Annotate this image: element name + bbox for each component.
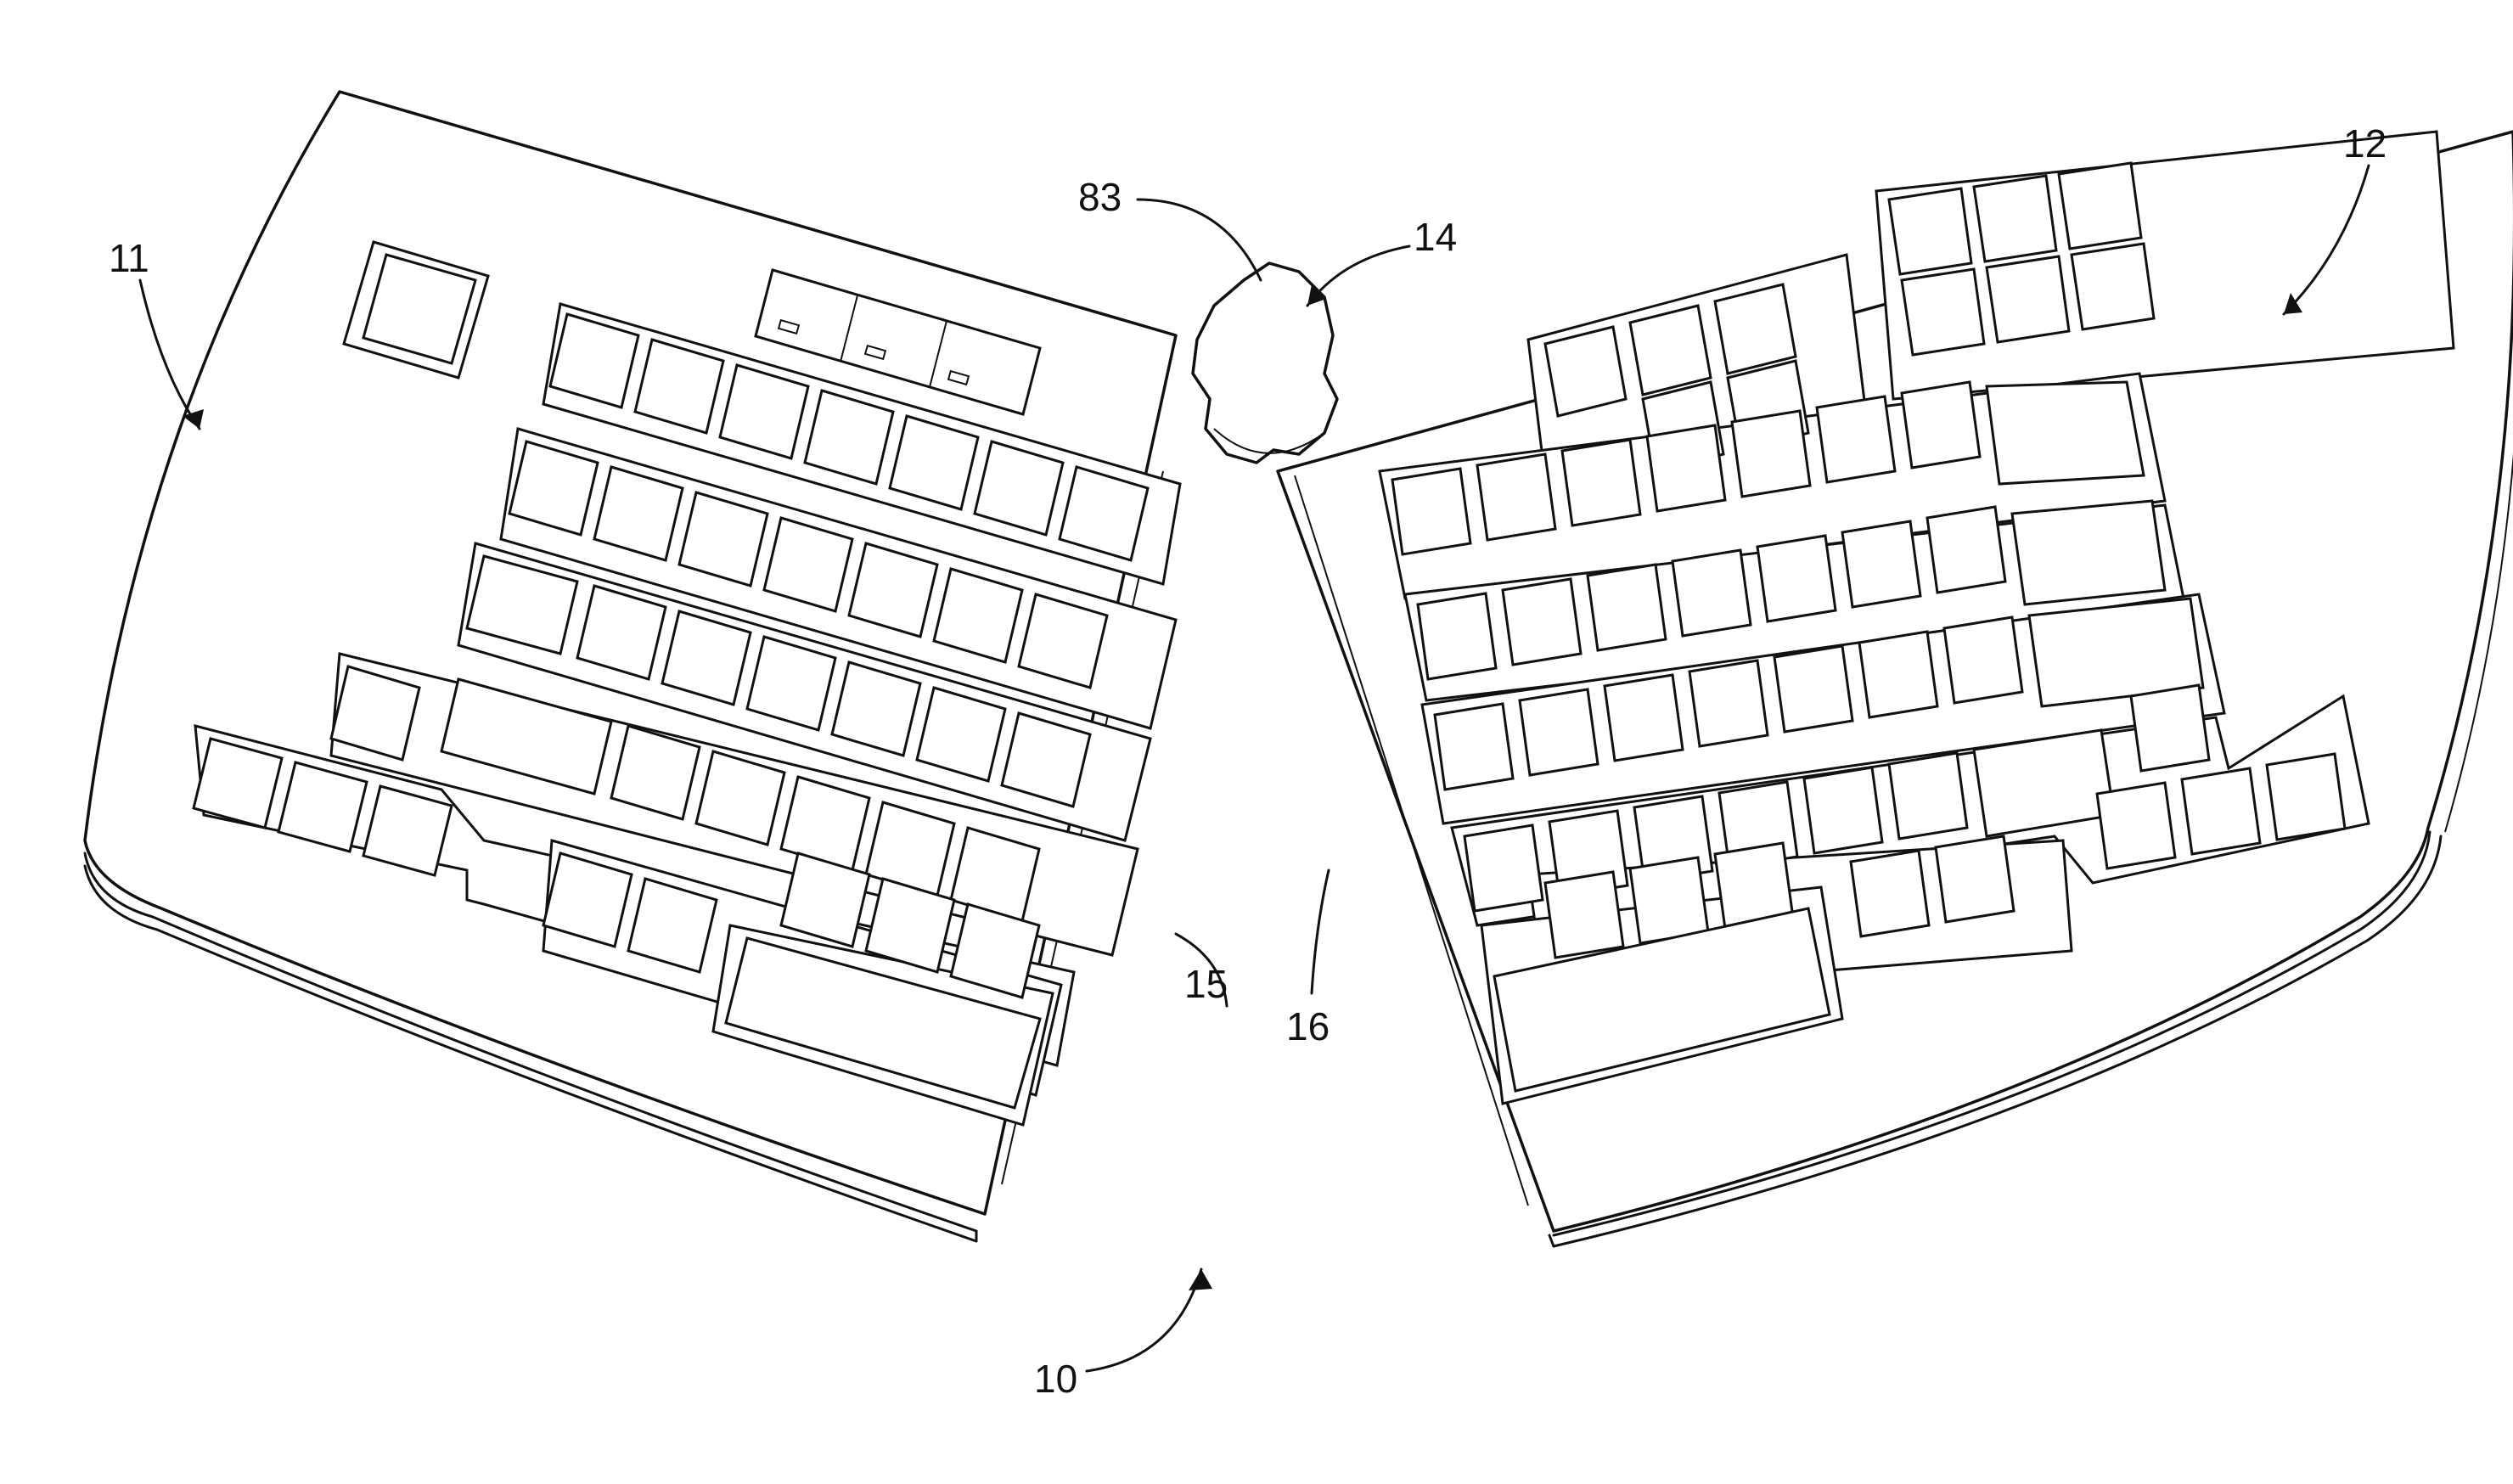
label-left-edge: 15 (1184, 962, 1228, 1006)
left-keyboard-section (83, 90, 1182, 1243)
right-keyboard-section (1276, 130, 2513, 1248)
label-hinge: 14 (1414, 215, 1457, 259)
label-right-edge: 16 (1286, 1004, 1330, 1048)
label-device: 10 (1034, 1357, 1077, 1401)
right-keycaps (1391, 161, 2347, 1093)
label-left-section: 11 (109, 236, 149, 280)
reference-numerals: 11 12 83 14 15 16 10 (109, 121, 2387, 1401)
indicator-lights (754, 268, 1042, 416)
left-escape-key (342, 240, 490, 379)
callout-leaders (138, 164, 2370, 1373)
left-keycaps (192, 312, 1150, 1110)
label-knob: 83 (1078, 175, 1122, 219)
label-right-section: 12 (2343, 121, 2387, 166)
